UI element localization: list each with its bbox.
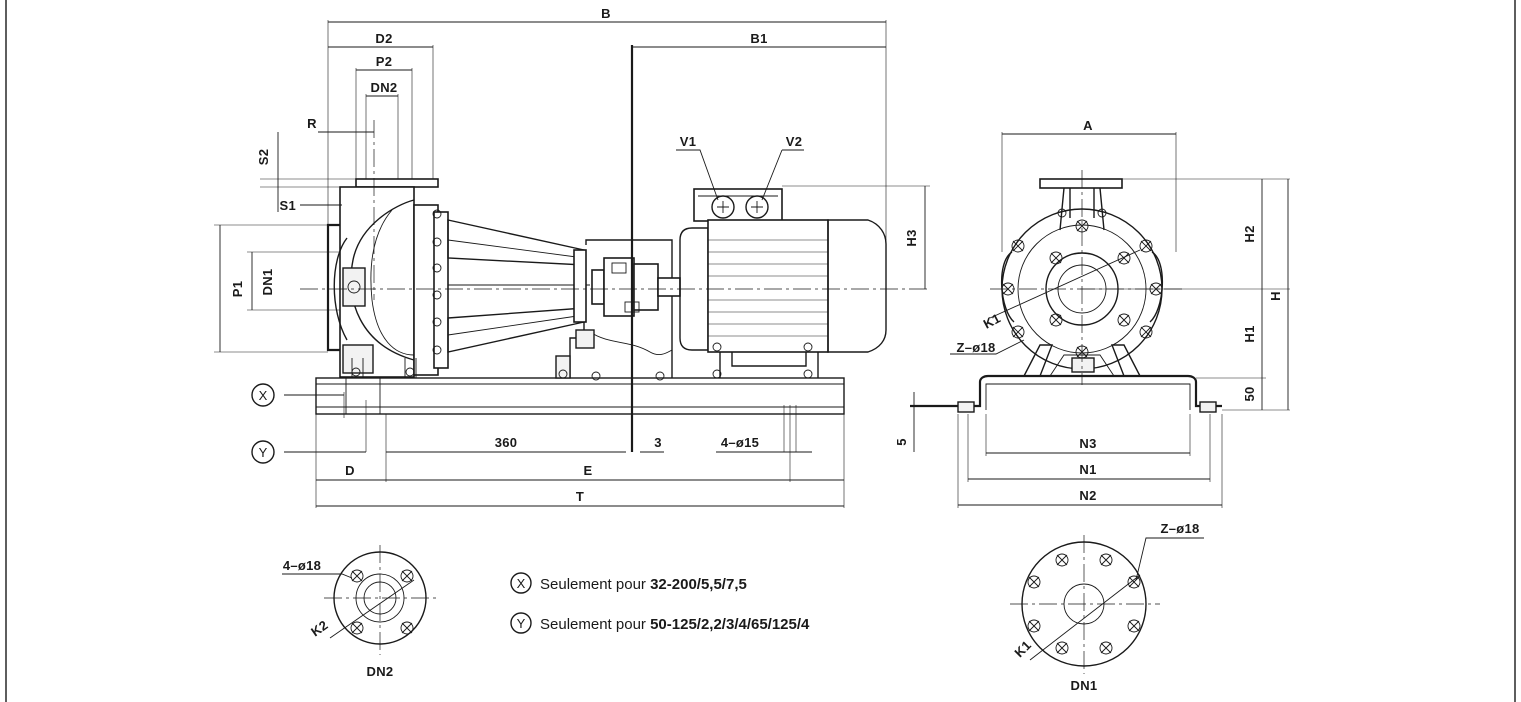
marker-Y: Y xyxy=(251,440,275,464)
dim-H3: H3 xyxy=(904,229,919,246)
legend: X Seulement pour 32-200/5,5/7,5 Y Seulem… xyxy=(510,572,810,634)
marker-X: X xyxy=(251,383,275,407)
coupling xyxy=(591,257,681,317)
pump-volute xyxy=(326,178,449,378)
legend-text-X: Seulement pour 32-200/5,5/7,5 xyxy=(540,576,747,593)
marker-X-text: X xyxy=(259,388,268,403)
dim-K1-flange: K1 xyxy=(1011,637,1034,660)
dim-D: D xyxy=(345,463,355,478)
cable-entry-leaders xyxy=(676,149,804,201)
motor xyxy=(679,188,887,379)
dim-DN2-bottom: DN2 xyxy=(367,664,394,679)
dim-S2: S2 xyxy=(256,149,271,166)
front-view: A H2 H H1 50 5 K1 Z–ø18 N3 N1 N2 xyxy=(894,118,1290,508)
dimension-lines xyxy=(219,21,926,507)
dim-N3: N3 xyxy=(1079,436,1096,451)
drawing-frame xyxy=(5,0,1516,702)
dim-DN1-bottom: DN1 xyxy=(1071,678,1098,693)
dim-N1: N1 xyxy=(1079,462,1096,477)
dim-H2: H2 xyxy=(1242,225,1257,242)
legend-text-Y: Seulement pour 50-125/2,2/3/4/65/125/4 xyxy=(540,616,810,633)
front-dimension-lines xyxy=(913,132,1290,508)
motor-cooling-fins xyxy=(708,239,828,337)
flange-detail-DN1: Z–ø18 K1 DN1 xyxy=(1010,521,1204,693)
dim-50: 50 xyxy=(1242,386,1257,401)
legend-marker-X: X xyxy=(517,576,526,591)
dim-V2: V2 xyxy=(786,134,803,149)
dim-V1: V1 xyxy=(680,134,697,149)
dim-360: 360 xyxy=(495,435,518,450)
dim-4-holes-18: 4–ø18 xyxy=(283,558,321,573)
legend-text-X-model: 32-200/5,5/7,5 xyxy=(650,576,747,593)
dim-Z18-flange: Z–ø18 xyxy=(1160,521,1199,536)
dim-H1: H1 xyxy=(1242,325,1257,342)
dim-Z18-front: Z–ø18 xyxy=(956,340,995,355)
flange-detail-DN2: 4–ø18 K2 DN2 xyxy=(282,545,440,679)
extension-lines xyxy=(214,20,930,508)
dim-B1: B1 xyxy=(750,31,767,46)
dim-3: 3 xyxy=(654,435,662,450)
dim-E: E xyxy=(584,463,593,478)
dim-A: A xyxy=(1083,118,1093,133)
base-plate xyxy=(315,377,845,415)
marker-Y-text: Y xyxy=(259,445,268,460)
dim-D2: D2 xyxy=(375,31,392,46)
dim-N2: N2 xyxy=(1079,488,1096,503)
dim-S1: S1 xyxy=(279,198,296,213)
dim-5: 5 xyxy=(894,438,909,446)
side-view: X Y B B1 D2 P2 DN2 R S2 S1 P1 DN1 V1 V2 … xyxy=(214,6,930,508)
dim-K2: K2 xyxy=(308,617,331,639)
dim-4-holes-15: 4–ø15 xyxy=(721,435,759,450)
legend-item-X: X Seulement pour 32-200/5,5/7,5 xyxy=(510,572,747,594)
dim-K1-front: K1 xyxy=(981,310,1003,331)
dim-R: R xyxy=(307,116,317,131)
legend-text-Y-model: 50-125/2,2/3/4/65/125/4 xyxy=(650,616,810,633)
legend-item-Y: Y Seulement pour 50-125/2,2/3/4/65/125/4 xyxy=(510,612,810,634)
dim-B: B xyxy=(601,6,611,21)
dim-H: H xyxy=(1268,291,1283,301)
bearing-bracket xyxy=(447,219,673,381)
dim-DN1-side: DN1 xyxy=(260,269,275,296)
dim-P2: P2 xyxy=(376,54,393,69)
dim-T: T xyxy=(576,489,584,504)
legend-marker-Y: Y xyxy=(517,616,526,631)
legend-text-Y-prefix: Seulement pour xyxy=(540,616,650,633)
legend-text-X-prefix: Seulement pour xyxy=(540,576,650,593)
dim-DN2-top: DN2 xyxy=(371,80,398,95)
dim-P1: P1 xyxy=(230,281,245,298)
